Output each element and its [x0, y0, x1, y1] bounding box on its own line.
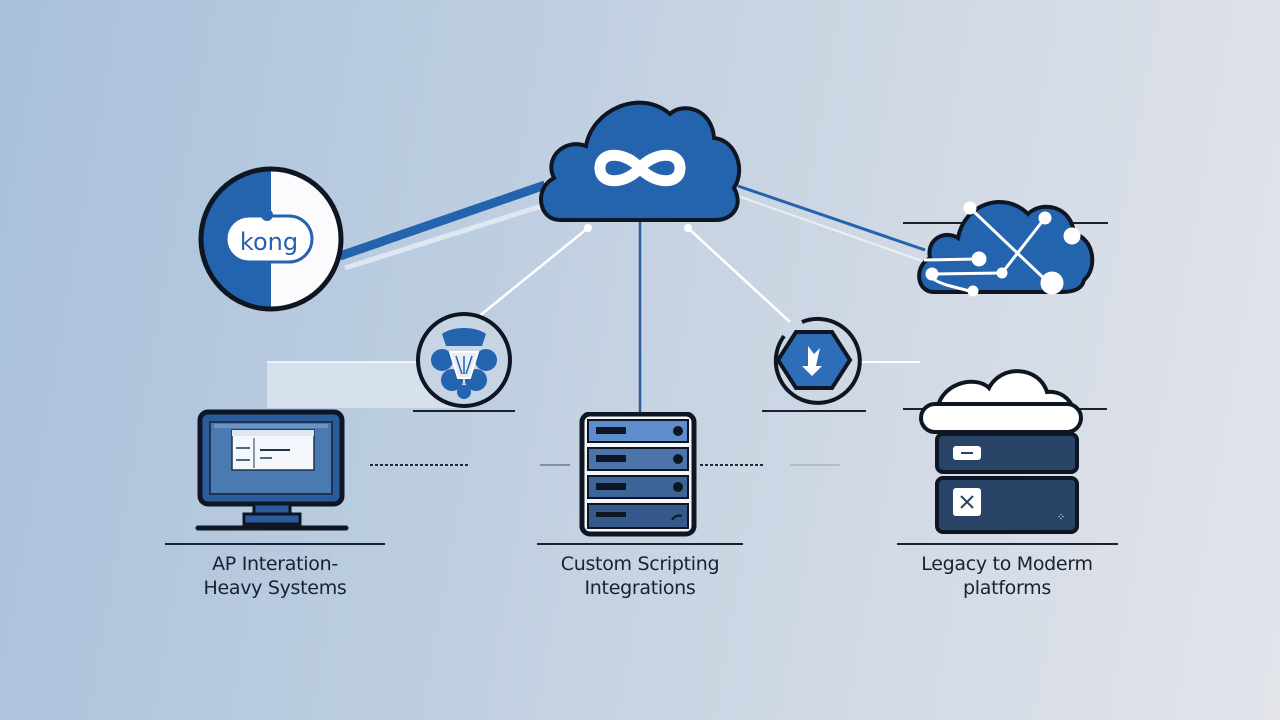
arrow-down-hexagon-icon	[775, 330, 853, 390]
kong-logo-text: kong	[240, 228, 298, 256]
hub-download-link	[687, 227, 791, 323]
node-label-custom-scripting: Custom Scripting Integrations	[530, 552, 750, 600]
svg-text:⁘: ⁘	[1057, 512, 1065, 523]
cloud-server-icon[interactable]: ⁘	[915, 360, 1085, 536]
monitor-icon[interactable]	[192, 408, 352, 534]
node-label-legacy-modern: Legacy to Moderm platforms	[897, 552, 1117, 600]
label-line: Custom Scripting	[560, 553, 720, 575]
plugin-ornament-icon	[431, 328, 497, 399]
network-nodes-icon	[923, 201, 1081, 297]
hub-cloud[interactable]	[530, 88, 750, 228]
network-cloud[interactable]	[912, 186, 1102, 298]
server-rack-icon[interactable]	[578, 412, 698, 538]
label-line: Legacy to Moderm	[921, 553, 1093, 575]
node-label-integration-heavy: AP Interation- Heavy Systems	[165, 552, 385, 600]
label-line: Integrations	[584, 577, 696, 599]
infinity-icon	[594, 149, 686, 187]
label-line: platforms	[963, 577, 1051, 599]
hub-plugin-link	[471, 227, 589, 323]
plugin-connector[interactable]	[412, 308, 516, 412]
hub-network-link	[737, 184, 926, 252]
download-connector[interactable]	[762, 308, 866, 412]
label-line: Heavy Systems	[203, 577, 347, 599]
kong-hub-link	[338, 180, 547, 261]
label-line: AP Interation-	[212, 553, 338, 575]
kong-logo-badge: kong	[198, 166, 344, 312]
